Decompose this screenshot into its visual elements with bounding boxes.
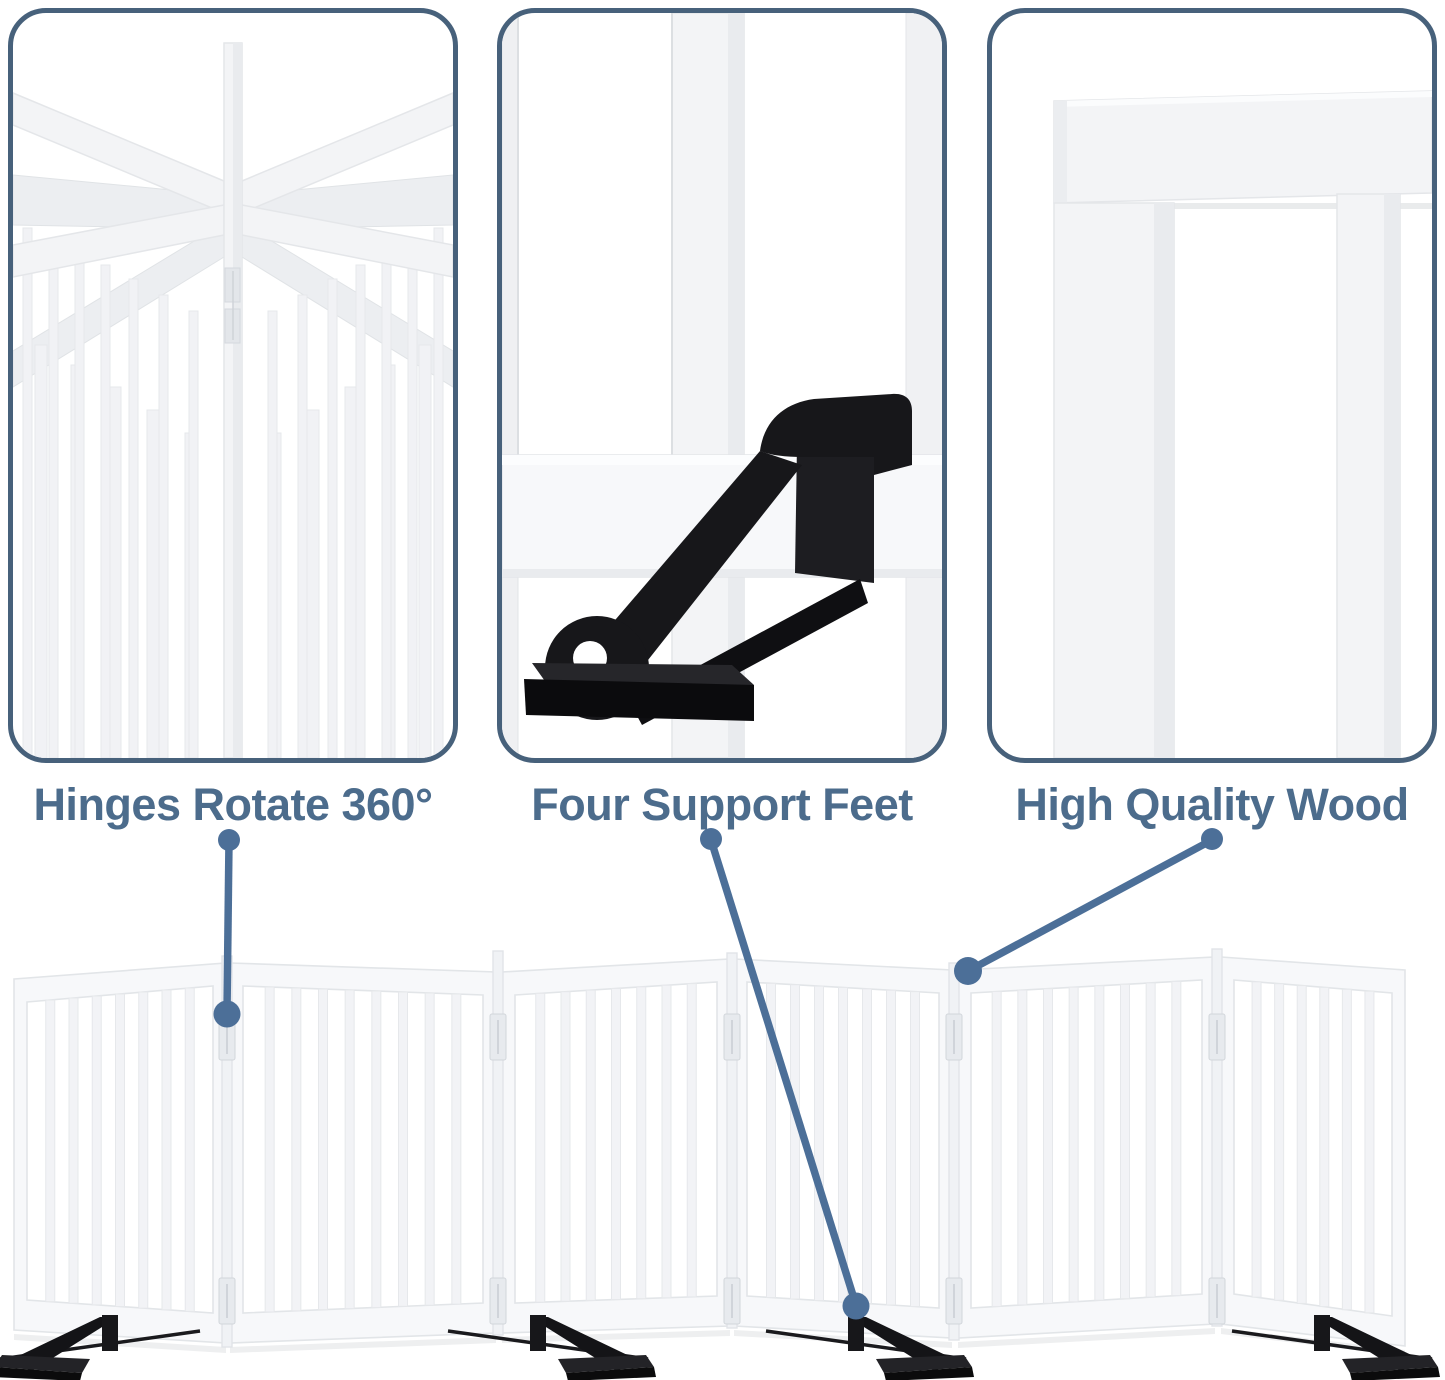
support-foot-photo <box>502 13 942 758</box>
feature-label-hinges: Hinges Rotate 360° <box>33 779 433 830</box>
feature-card-wood <box>987 8 1437 763</box>
far-slats <box>34 344 432 758</box>
feature-label-wood: High Quality Wood <box>1015 779 1409 830</box>
feature-card-support-feet <box>497 8 947 763</box>
hinge-plates <box>224 267 241 344</box>
feature-card-hinges <box>8 8 458 763</box>
wood-frame-photo <box>1053 90 1432 758</box>
feature-label-support-feet: Four Support Feet <box>531 779 913 830</box>
hinge-360-photo <box>13 42 453 758</box>
support-foot <box>524 393 912 725</box>
product-gate-illustration <box>0 948 1440 1380</box>
